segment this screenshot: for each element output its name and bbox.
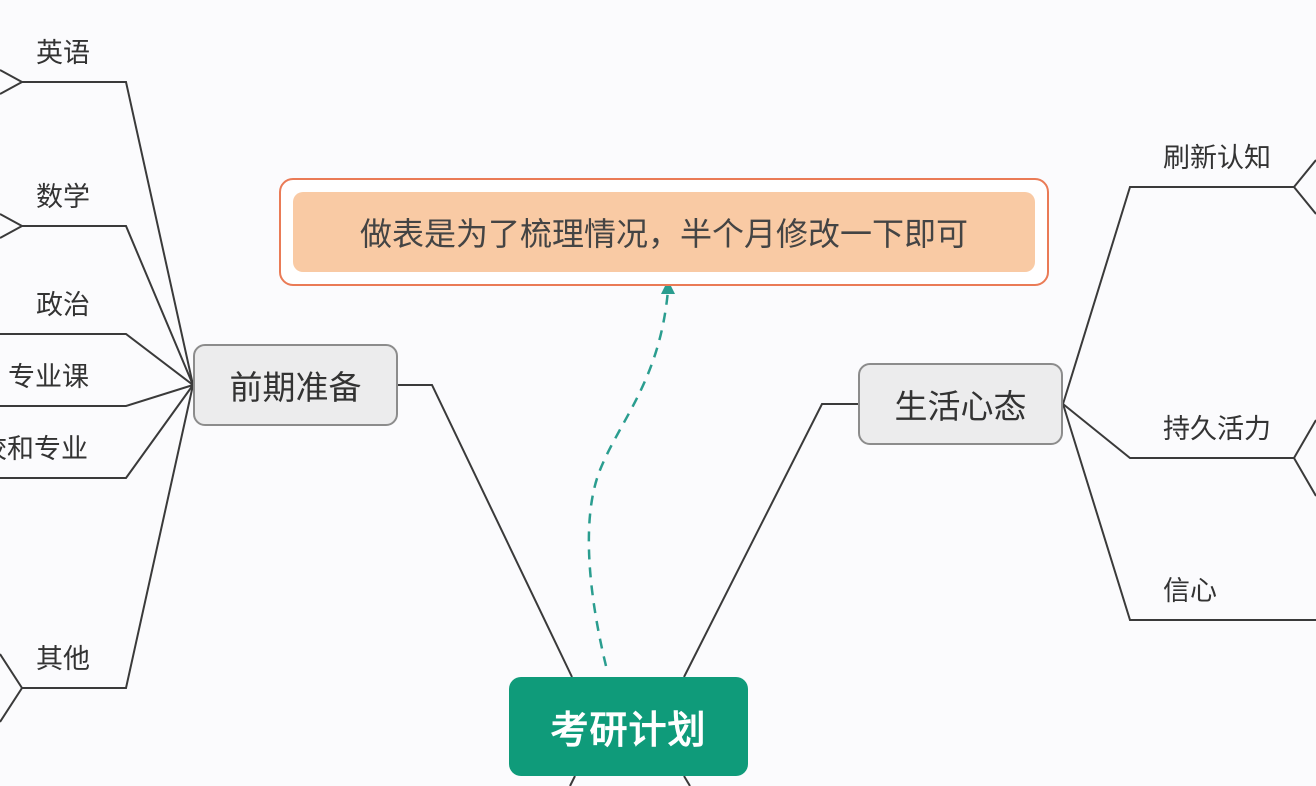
topic-zhuanyeke[interactable]: 专业课	[8, 362, 89, 393]
connector-shuaxin	[1062, 186, 1294, 405]
branch-node-qianqi-zhunbei[interactable]: 前期准备	[193, 344, 398, 426]
stub-chijiu	[1292, 419, 1316, 497]
topic-shuaxin-renzhi[interactable]: 刷新认知	[1163, 143, 1271, 174]
topic-shuxue[interactable]: 数学	[36, 182, 90, 213]
connector-yingyu	[22, 81, 194, 386]
branch-node-shenghuo-xintai[interactable]: 生活心态	[858, 363, 1063, 445]
branch-label: 生活心态	[894, 387, 1027, 426]
connector-chijiu	[1062, 403, 1294, 459]
stub-qita	[0, 653, 24, 723]
stub-yingyu	[0, 69, 25, 95]
stub-shuaxin	[1292, 159, 1316, 215]
topic-yingyu[interactable]: 英语	[36, 38, 90, 69]
connector-root-left	[398, 384, 573, 678]
connector-xinxin	[1062, 403, 1316, 621]
topic-xinxin[interactable]: 信心	[1163, 576, 1217, 607]
note-connector	[587, 289, 670, 667]
branch-label: 前期准备	[229, 368, 362, 407]
topic-qita[interactable]: 其他	[36, 644, 90, 675]
connector-root-down-left	[569, 775, 576, 786]
note-connector-arrowhead	[661, 280, 675, 294]
connector-xiaohezhuanye	[0, 384, 194, 479]
note-callout[interactable]: 做表是为了梳理情况，半个月修改一下即可	[279, 178, 1049, 286]
connector-root-down-right	[683, 775, 691, 786]
connector-zhuanyeke	[0, 384, 194, 407]
connector-qita	[22, 384, 194, 689]
root-node[interactable]: 考研计划	[509, 677, 748, 776]
topic-chijiu-huoli[interactable]: 持久活力	[1163, 414, 1271, 445]
connector-root-right	[683, 403, 858, 678]
note-text: 做表是为了梳理情况，半个月修改一下即可	[293, 192, 1035, 272]
root-label: 考研计划	[550, 708, 707, 752]
connector-zhengzhi	[0, 333, 194, 386]
connector-shuxue	[22, 225, 194, 386]
topic-xiaohezhuanye[interactable]: 校和专业	[0, 434, 88, 465]
topic-zhengzhi[interactable]: 政治	[36, 290, 90, 321]
stub-shuxue	[0, 213, 25, 239]
